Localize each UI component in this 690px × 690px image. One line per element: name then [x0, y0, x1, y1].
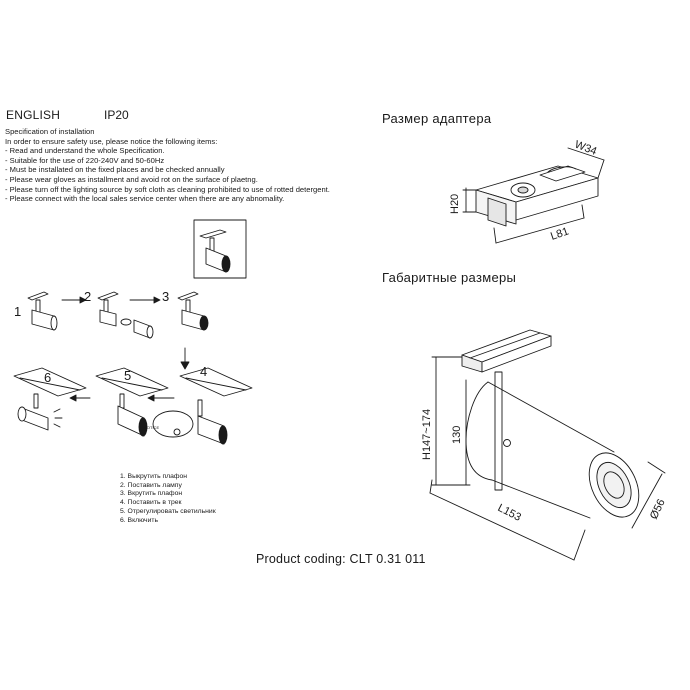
diameter-label: Ø56	[648, 497, 668, 521]
spec-line: - Read and understand the whole Specific…	[5, 146, 165, 156]
overall-dimensions-title: Габаритные размеры	[382, 270, 517, 285]
step-number: 4	[200, 364, 207, 379]
adapter-width-label: W34	[573, 139, 598, 158]
step-number: 6	[44, 370, 51, 385]
spec-line: - Please turn off the lighting source by…	[5, 184, 330, 194]
install-step: 4. Поставить в трек	[120, 499, 182, 507]
install-step: 3. Вкрутить плафон	[120, 490, 183, 498]
body-height-label: 130	[451, 426, 463, 444]
spec-line: - Please wear gloves as installment and …	[5, 174, 258, 184]
install-step: 1. Выкрутить плафон	[120, 473, 188, 480]
step-number: 2	[84, 289, 91, 304]
ip-rating: IP20	[104, 108, 129, 122]
install-step: 2. Поставить лампу	[120, 481, 182, 489]
step-number: 5	[124, 368, 131, 383]
spec-line: - Must be installated on the fixed place…	[5, 165, 225, 175]
installation-figures	[13, 219, 253, 445]
spotlight-drawing	[429, 329, 666, 561]
adapter-size-title: Размер адаптера	[382, 111, 492, 126]
adapter-drawing	[462, 147, 605, 244]
specification-block: Specification of installation In order t…	[5, 127, 355, 204]
language-label: ENGLISH	[6, 108, 61, 122]
adapter-length-label: L81	[549, 226, 570, 243]
product-coding: Product coding: CLT 0.31 011	[256, 552, 426, 566]
install-step: 5. Отрегулировать светильник	[120, 507, 216, 515]
step-number: 3	[162, 289, 169, 304]
notice-label: NOTICE	[144, 425, 159, 430]
spec-line: - Suitable for the use of 220-240V and 5…	[5, 155, 165, 165]
total-height-label: H147~174	[421, 409, 433, 460]
length-label: L153	[496, 502, 523, 524]
adapter-height-label: H20	[449, 194, 461, 214]
install-steps-list: 1. Выкрутить плафон 2. Поставить лампу 3…	[120, 473, 216, 525]
install-step: 6. Включить	[120, 516, 159, 524]
spec-title: Specification of installation	[5, 127, 95, 136]
spec-line: - Please connect with the local sales se…	[5, 194, 285, 204]
spec-line: In order to ensure safety use, please no…	[5, 136, 218, 146]
step-number: 1	[14, 304, 21, 319]
